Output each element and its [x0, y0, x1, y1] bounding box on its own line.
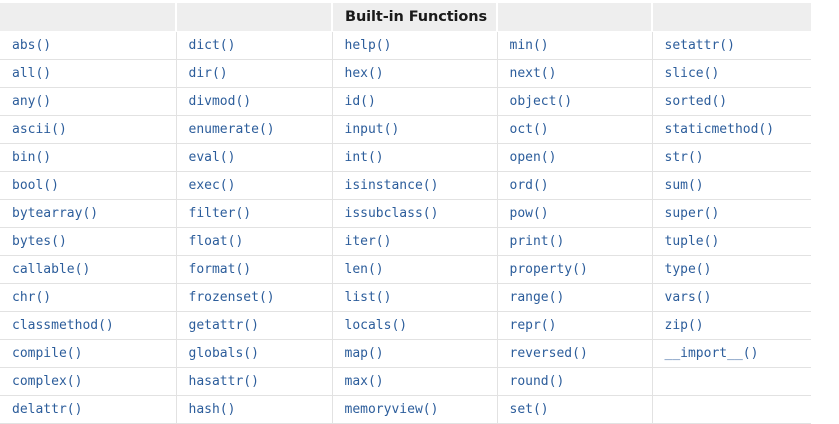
- function-cell[interactable]: int(): [332, 143, 498, 172]
- function-cell[interactable]: id(): [332, 87, 498, 116]
- table-header-row: Built-in Functions: [0, 3, 811, 32]
- function-cell[interactable]: next(): [497, 59, 653, 88]
- function-cell[interactable]: eval(): [176, 143, 333, 172]
- table-row: complex()hasattr()max()round(): [0, 367, 811, 396]
- function-cell[interactable]: compile(): [0, 339, 177, 368]
- function-cell[interactable]: property(): [497, 255, 653, 284]
- function-cell[interactable]: round(): [497, 367, 653, 396]
- function-cell[interactable]: isinstance(): [332, 171, 498, 200]
- function-cell[interactable]: super(): [652, 199, 811, 228]
- table-row: bytes()float()iter()print()tuple(): [0, 227, 811, 256]
- table-row: all()dir()hex()next()slice(): [0, 59, 811, 88]
- function-cell[interactable]: type(): [652, 255, 811, 284]
- function-cell[interactable]: ord(): [497, 171, 653, 200]
- function-cell[interactable]: tuple(): [652, 227, 811, 256]
- function-cell[interactable]: issubclass(): [332, 199, 498, 228]
- builtin-functions-page: Built-in Functions abs()dict()help()min(…: [0, 3, 811, 424]
- function-cell[interactable]: iter(): [332, 227, 498, 256]
- table-header-cell-5: [652, 3, 811, 32]
- table-header-cell-2: [176, 3, 333, 32]
- function-cell[interactable]: exec(): [176, 171, 333, 200]
- function-cell[interactable]: range(): [497, 283, 653, 312]
- table-row: bin()eval()int()open()str(): [0, 143, 811, 172]
- function-cell[interactable]: object(): [497, 87, 653, 116]
- table-row: classmethod()getattr()locals()repr()zip(…: [0, 311, 811, 340]
- function-cell[interactable]: map(): [332, 339, 498, 368]
- function-cell[interactable]: any(): [0, 87, 177, 116]
- function-cell[interactable]: complex(): [0, 367, 177, 396]
- function-cell[interactable]: list(): [332, 283, 498, 312]
- table-header: Built-in Functions: [0, 3, 811, 32]
- function-cell[interactable]: bytearray(): [0, 199, 177, 228]
- function-cell[interactable]: sum(): [652, 171, 811, 200]
- function-cell[interactable]: str(): [652, 143, 811, 172]
- function-cell[interactable]: enumerate(): [176, 115, 333, 144]
- function-cell[interactable]: bin(): [0, 143, 177, 172]
- function-cell-empty: [652, 367, 811, 396]
- function-cell[interactable]: zip(): [652, 311, 811, 340]
- function-cell[interactable]: dir(): [176, 59, 333, 88]
- function-cell[interactable]: float(): [176, 227, 333, 256]
- function-cell[interactable]: abs(): [0, 31, 177, 60]
- function-cell[interactable]: bool(): [0, 171, 177, 200]
- builtin-functions-table-wrapper: Built-in Functions abs()dict()help()min(…: [0, 3, 811, 424]
- function-cell[interactable]: dict(): [176, 31, 333, 60]
- table-row: ascii()enumerate()input()oct()staticmeth…: [0, 115, 811, 144]
- function-cell[interactable]: open(): [497, 143, 653, 172]
- table-body: abs()dict()help()min()setattr()all()dir(…: [0, 31, 811, 424]
- function-cell[interactable]: chr(): [0, 283, 177, 312]
- function-cell[interactable]: ascii(): [0, 115, 177, 144]
- function-cell[interactable]: __import__(): [652, 339, 811, 368]
- function-cell[interactable]: callable(): [0, 255, 177, 284]
- function-cell[interactable]: bytes(): [0, 227, 177, 256]
- function-cell[interactable]: globals(): [176, 339, 333, 368]
- table-row: chr()frozenset()list()range()vars(): [0, 283, 811, 312]
- table-row: bytearray()filter()issubclass()pow()supe…: [0, 199, 811, 228]
- function-cell[interactable]: pow(): [497, 199, 653, 228]
- function-cell[interactable]: reversed(): [497, 339, 653, 368]
- function-cell[interactable]: slice(): [652, 59, 811, 88]
- table-row: bool()exec()isinstance()ord()sum(): [0, 171, 811, 200]
- function-cell[interactable]: frozenset(): [176, 283, 333, 312]
- function-cell[interactable]: print(): [497, 227, 653, 256]
- function-cell[interactable]: max(): [332, 367, 498, 396]
- function-cell[interactable]: help(): [332, 31, 498, 60]
- table-header-cell-1: [0, 3, 177, 32]
- function-cell[interactable]: input(): [332, 115, 498, 144]
- table-title: Built-in Functions: [332, 3, 498, 32]
- function-cell[interactable]: all(): [0, 59, 177, 88]
- function-cell[interactable]: locals(): [332, 311, 498, 340]
- function-cell[interactable]: divmod(): [176, 87, 333, 116]
- builtin-functions-table: Built-in Functions abs()dict()help()min(…: [0, 3, 811, 424]
- function-cell[interactable]: getattr(): [176, 311, 333, 340]
- function-cell[interactable]: classmethod(): [0, 311, 177, 340]
- function-cell[interactable]: setattr(): [652, 31, 811, 60]
- table-header-cell-4: [497, 3, 653, 32]
- function-cell[interactable]: hasattr(): [176, 367, 333, 396]
- table-row: delattr()hash()memoryview()set(): [0, 395, 811, 424]
- function-cell[interactable]: set(): [497, 395, 653, 424]
- function-cell[interactable]: format(): [176, 255, 333, 284]
- function-cell[interactable]: sorted(): [652, 87, 811, 116]
- function-cell[interactable]: delattr(): [0, 395, 177, 424]
- function-cell[interactable]: memoryview(): [332, 395, 498, 424]
- function-cell[interactable]: min(): [497, 31, 653, 60]
- function-cell[interactable]: repr(): [497, 311, 653, 340]
- table-row: compile()globals()map()reversed()__impor…: [0, 339, 811, 368]
- function-cell-empty: [652, 395, 811, 424]
- table-row: callable()format()len()property()type(): [0, 255, 811, 284]
- table-row: any()divmod()id()object()sorted(): [0, 87, 811, 116]
- function-cell[interactable]: hex(): [332, 59, 498, 88]
- function-cell[interactable]: len(): [332, 255, 498, 284]
- function-cell[interactable]: oct(): [497, 115, 653, 144]
- function-cell[interactable]: staticmethod(): [652, 115, 811, 144]
- function-cell[interactable]: hash(): [176, 395, 333, 424]
- function-cell[interactable]: vars(): [652, 283, 811, 312]
- table-row: abs()dict()help()min()setattr(): [0, 31, 811, 60]
- function-cell[interactable]: filter(): [176, 199, 333, 228]
